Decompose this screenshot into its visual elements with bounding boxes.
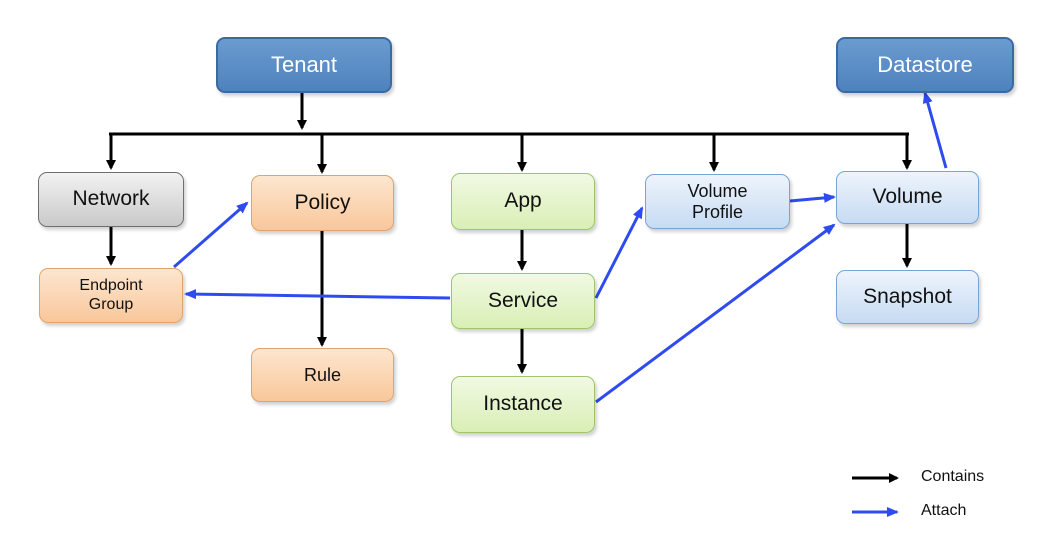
node-policy: Policy	[251, 175, 394, 231]
node-snapshot-label: Snapshot	[863, 284, 952, 308]
edge-service-volume-profile	[594, 206, 644, 299]
node-instance: Instance	[451, 376, 595, 433]
node-endpoint-group-label-line1: Endpoint	[79, 277, 143, 295]
edge-volume-datastore	[922, 91, 948, 169]
node-tenant-label: Tenant	[270, 52, 338, 78]
edge-instance-volume	[595, 223, 836, 404]
node-endpoint-group-label-line2: Group	[88, 295, 134, 313]
node-network: Network	[38, 172, 184, 227]
node-instance-label: Instance	[483, 392, 563, 416]
node-network-label: Network	[72, 187, 150, 211]
node-volume-label: Volume	[872, 185, 943, 209]
node-volume: Volume	[836, 171, 979, 224]
node-volume-profile: Volume Profile	[645, 174, 790, 229]
node-tenant: Tenant	[216, 37, 392, 93]
node-service: Service	[451, 273, 595, 329]
node-app: App	[451, 173, 595, 230]
node-datastore-label: Datastore	[877, 52, 973, 78]
legend-arrows	[852, 473, 899, 517]
edge-endpoint-group-policy	[173, 201, 249, 269]
node-datastore: Datastore	[836, 37, 1014, 93]
legend-contains-label: Contains	[921, 468, 985, 485]
node-snapshot: Snapshot	[836, 270, 979, 324]
node-policy-label: Policy	[294, 190, 351, 214]
node-app-label: App	[504, 189, 542, 213]
node-endpoint-group: Endpoint Group	[39, 268, 183, 323]
node-volume-profile-label-line1: Volume	[687, 180, 748, 201]
node-rule: Rule	[251, 348, 394, 402]
attach-edges	[173, 91, 948, 404]
contains-edges	[106, 93, 912, 374]
node-volume-profile-label-line2: Profile	[691, 201, 744, 222]
edge-volume-profile-volume	[789, 192, 836, 203]
edge-service-endpoint-group	[184, 289, 451, 300]
legend-attach-label: Attach	[921, 502, 967, 519]
node-service-label: Service	[487, 288, 559, 312]
node-rule-label: Rule	[303, 364, 342, 385]
